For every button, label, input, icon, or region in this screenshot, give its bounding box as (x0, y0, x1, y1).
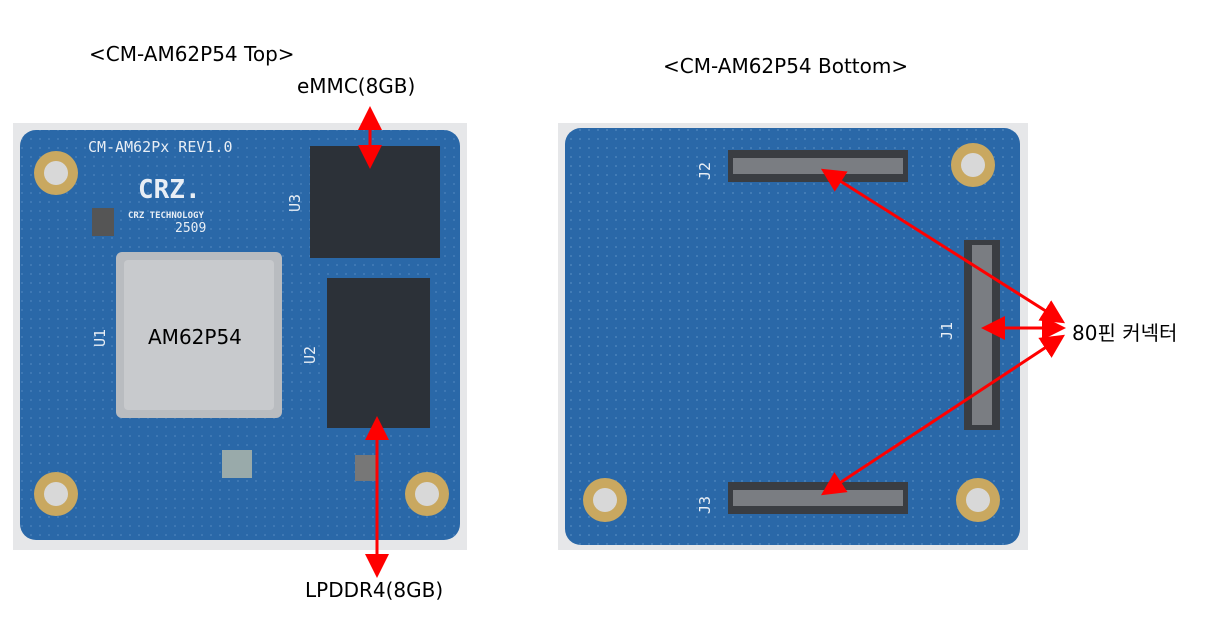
annotation-arrows (358, 106, 1066, 578)
silkscreen-u1: U1 (91, 329, 109, 347)
bottom-view-title: <CM-AM62P54 Bottom> (663, 54, 909, 78)
silkscreen-j2: J2 (696, 162, 714, 180)
silkscreen-board-name: CM-AM62Px REV1.0 (88, 138, 233, 156)
silkscreen-u3: U3 (286, 194, 304, 212)
top-view-title: <CM-AM62P54 Top> (89, 42, 295, 66)
connector-arrow-j3 (820, 334, 1066, 496)
emmc-label: eMMC(8GB) (297, 74, 416, 98)
connector-label: 80핀 커넥터 (1072, 321, 1178, 345)
silkscreen-company: CRZ TECHNOLOGY (128, 211, 204, 221)
connector-arrow-j2 (820, 168, 1066, 324)
lpddr4-chip (327, 278, 430, 428)
top-board-photo: CM-AM62Px REV1.0 CRZ. CRZ TECHNOLOGY 250… (13, 123, 467, 550)
lpddr4-label: LPDDR4(8GB) (305, 578, 444, 602)
emmc-chip (310, 146, 440, 258)
silkscreen-u2: U2 (301, 346, 319, 364)
silkscreen-j3: J3 (696, 496, 714, 514)
silkscreen-date: 2509 (175, 221, 206, 236)
silkscreen-j1: J1 (938, 322, 956, 340)
bottom-board-photo: J2 J3 J1 (558, 123, 1028, 550)
silkscreen-logo: CRZ. (138, 175, 201, 205)
soc-label: AM62P54 (148, 325, 242, 349)
